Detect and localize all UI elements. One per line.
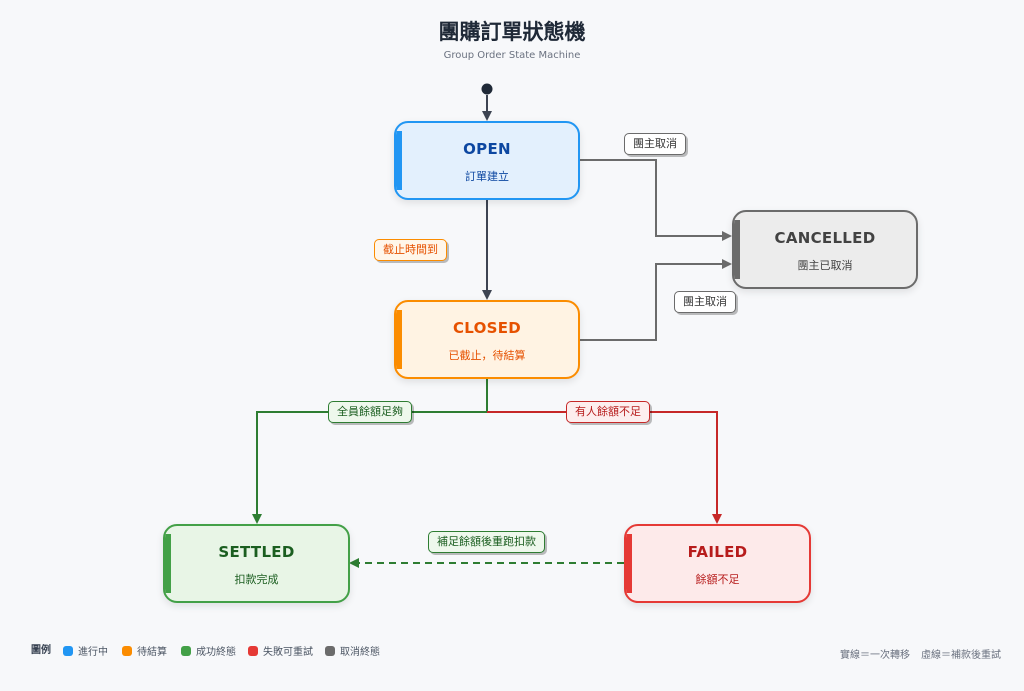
legend-label: 成功終態 xyxy=(196,647,236,658)
arrow-closed-failed xyxy=(487,411,722,524)
legend-swatch xyxy=(181,645,191,656)
legend-item-in-progress: 進行中 xyxy=(63,643,108,658)
legend-dashed-line-note: 虛線＝補款後重試 xyxy=(921,650,1001,661)
state-closed-desc: 已截止，待結算 xyxy=(448,349,526,362)
state-open: OPEN 訂單建立 xyxy=(394,121,580,200)
diagram-title: 團購訂單狀態機 xyxy=(438,20,586,44)
state-closed-name: CLOSED xyxy=(452,319,522,337)
state-open-accent xyxy=(396,131,402,190)
arrow-closed-cancelled xyxy=(580,259,732,341)
state-open-desc: 訂單建立 xyxy=(465,170,509,183)
legend-item-success-final: 成功終態 xyxy=(181,643,236,658)
legend-label: 待結算 xyxy=(137,647,167,658)
arrow-open-cancelled xyxy=(580,159,732,241)
legend-solid-line-note: 實線＝一次轉移 xyxy=(840,650,910,661)
state-failed: FAILED 餘額不足 xyxy=(624,524,811,603)
legend-swatch xyxy=(248,645,258,656)
legend-label: 進行中 xyxy=(78,647,108,658)
legend-item-cancelled-final: 取消終態 xyxy=(325,643,380,658)
state-cancelled-desc: 團主已取消 xyxy=(797,259,853,272)
label-open-closed: 截止時間到 xyxy=(374,239,447,261)
label-open-cancelled: 團主取消 xyxy=(624,133,686,155)
initial-state-dot xyxy=(481,83,493,95)
arrow-closed-settled xyxy=(252,378,488,524)
state-failed-name: FAILED xyxy=(687,543,748,561)
label-closed-failed: 有人餘額不足 xyxy=(566,401,650,423)
label-closed-cancelled: 團主取消 xyxy=(674,291,736,313)
state-settled: SETTLED 扣款完成 xyxy=(163,524,350,603)
state-closed: CLOSED 已截止，待結算 xyxy=(394,300,580,379)
label-failed-settled-retry: 補足餘額後重跑扣款 xyxy=(428,531,545,553)
state-cancelled: CANCELLED 團主已取消 xyxy=(732,210,918,289)
legend-label: 取消終態 xyxy=(340,647,380,658)
legend-swatch xyxy=(63,645,73,656)
legend-item-failed-retryable: 失敗可重試 xyxy=(248,643,313,658)
diagram-subtitle: Group Order State Machine xyxy=(443,50,581,61)
state-settled-name: SETTLED xyxy=(218,543,295,561)
legend-swatch xyxy=(122,645,132,656)
state-failed-desc: 餘額不足 xyxy=(695,573,740,586)
state-settled-accent xyxy=(165,534,171,593)
state-closed-accent xyxy=(396,310,402,369)
legend-item-pending-settlement: 待結算 xyxy=(122,643,167,658)
legend-title: 圖例 xyxy=(31,645,51,656)
state-failed-accent xyxy=(626,534,632,593)
legend-swatch xyxy=(325,645,335,656)
state-settled-desc: 扣款完成 xyxy=(234,573,279,586)
state-open-name: OPEN xyxy=(463,140,511,158)
label-closed-settled: 全員餘額足夠 xyxy=(328,401,412,423)
state-cancelled-accent xyxy=(734,220,740,279)
state-cancelled-name: CANCELLED xyxy=(774,229,876,247)
legend-label: 失敗可重試 xyxy=(263,647,313,658)
